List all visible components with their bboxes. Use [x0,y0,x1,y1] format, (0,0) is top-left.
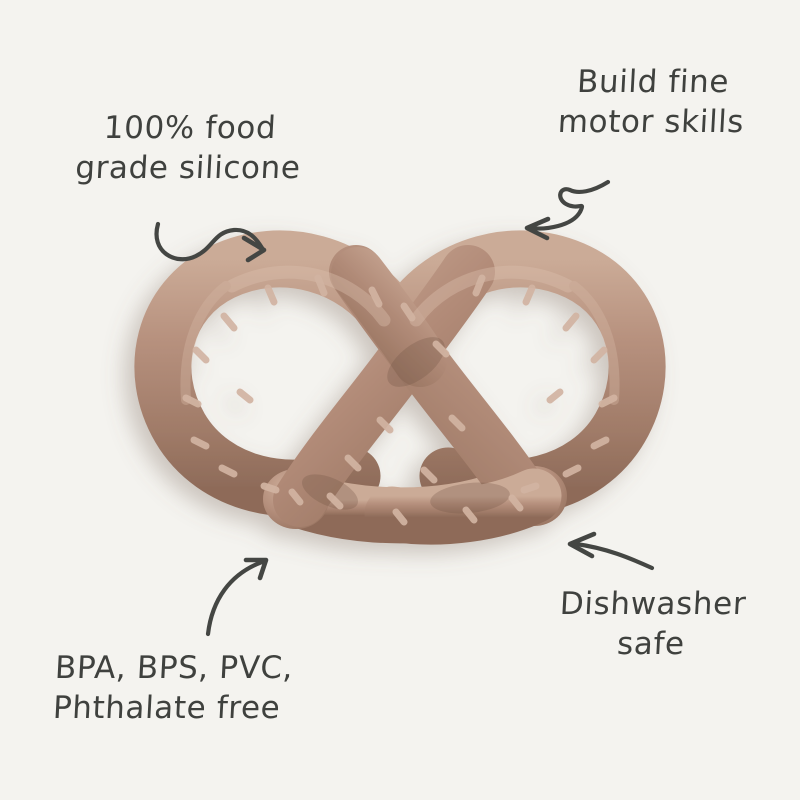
annotation-food-grade-label: 100% food grade silicone [74,110,302,187]
annotation-bpa-free-label: BPA, BPS, PVC, Phthalate free [52,650,295,727]
annotation-dishwasher-safe-label: Dishwasher safe [558,586,748,663]
annotation-motor-skills-label: Build fine motor skills [556,64,745,141]
